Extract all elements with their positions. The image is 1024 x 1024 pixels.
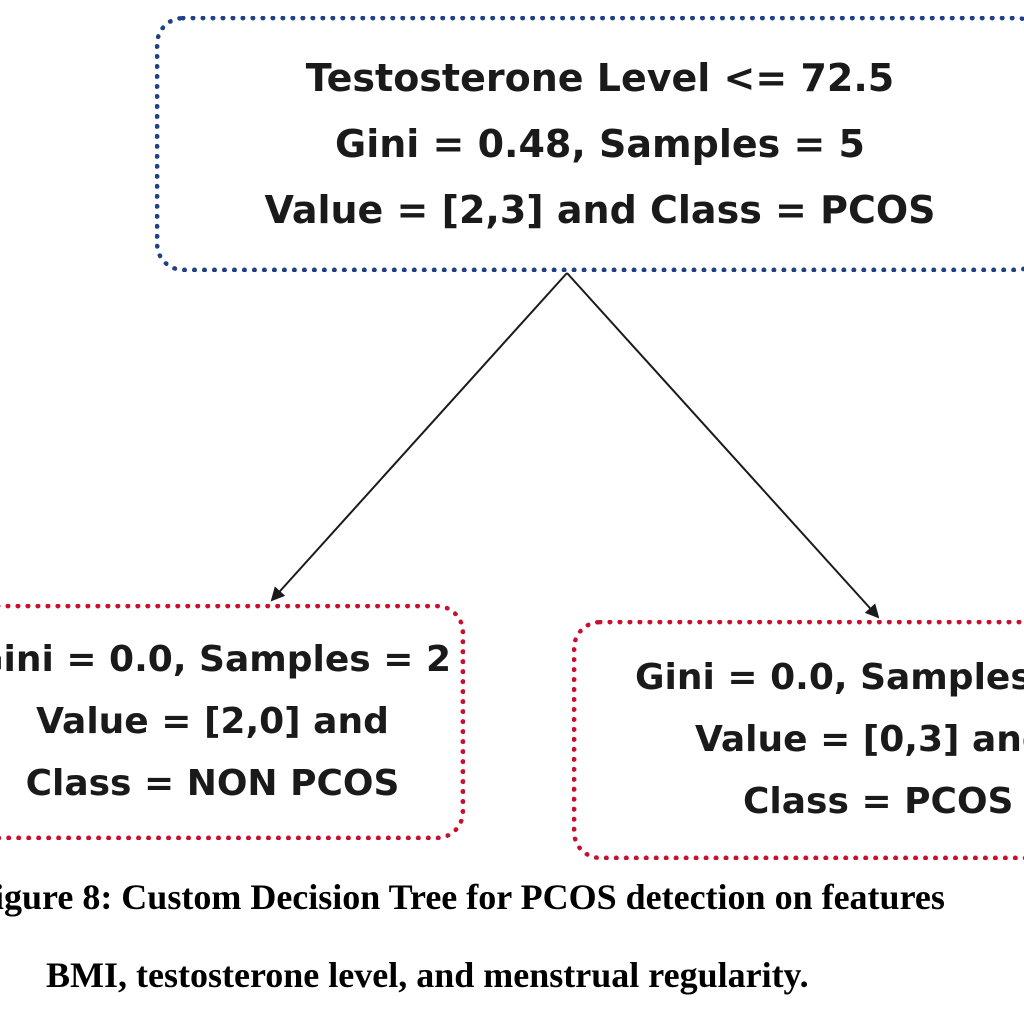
right-gini-samples: Gini = 0.0, Samples = 3	[635, 657, 1024, 698]
right-class: Class = PCOS	[743, 781, 1014, 822]
root-value-class: Value = [2,3] and Class = PCOS	[264, 188, 936, 232]
root-gini-samples: Gini = 0.48, Samples = 5	[335, 122, 865, 166]
left-leaf-node: Gini = 0.0, Samples = 2 Value = [2,0] an…	[0, 604, 465, 840]
right-leaf-node: Gini = 0.0, Samples = 3 Value = [0,3] an…	[572, 620, 1024, 860]
root-split-condition: Testosterone Level <= 72.5	[305, 56, 895, 100]
figure-caption-line-2: BMI, testosterone level, and menstrual r…	[46, 955, 809, 995]
edge-root-to-left	[270, 272, 568, 602]
edge-root-to-right	[566, 272, 880, 619]
left-class: Class = NON PCOS	[25, 763, 400, 804]
figure-caption-line-1: Figure 8: Custom Decision Tree for PCOS …	[0, 877, 945, 917]
right-value: Value = [0,3] and	[695, 719, 1024, 760]
left-gini-samples: Gini = 0.0, Samples = 2	[0, 639, 452, 680]
root-node: Testosterone Level <= 72.5 Gini = 0.48, …	[155, 16, 1024, 272]
left-value: Value = [2,0] and	[36, 701, 389, 742]
